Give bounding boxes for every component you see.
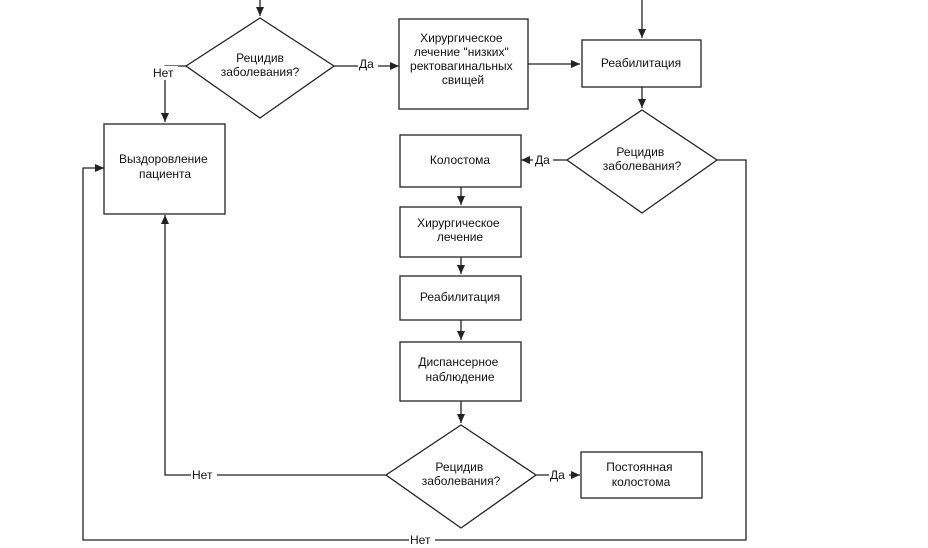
permanent-line-2: колостома — [612, 475, 671, 489]
surgery-low-line-3: ректовагинальных — [410, 59, 513, 73]
label-d1-yes: Да — [359, 57, 374, 71]
dispensary-line-1: Диспансерное — [418, 355, 498, 369]
rehab2-label: Реабилитация — [420, 290, 500, 304]
process-permanent-colostoma: Постоянная колостома — [580, 451, 703, 499]
d2-line-2: заболевания? — [603, 159, 682, 173]
process-rehab1: Реабилитация — [581, 39, 702, 88]
surgery-line-2: лечение — [437, 230, 484, 244]
surgery-low-line-1: Хирургическое — [420, 31, 503, 45]
process-colostoma: Колостома — [399, 134, 522, 188]
process-recovery: Выздоровление пациента — [103, 123, 226, 215]
recovery-line-2: пациента — [139, 167, 191, 181]
surgery-low-line-4: свищей — [442, 73, 484, 87]
permanent-line-1: Постоянная — [606, 460, 672, 474]
label-d2-yes: Да — [535, 153, 550, 167]
label-d3-no: Нет — [192, 468, 213, 482]
process-surgery-low: Хирургическое лечение "низких" ректоваги… — [398, 18, 529, 110]
d3-line-1: Рецидив — [435, 460, 483, 474]
label-d1-no: Нет — [153, 66, 174, 80]
decision-d2: Рецидив заболевания? — [565, 109, 719, 214]
svg-text:Хирургическое лечение "н: Хирургическое лечение "низких" ректоваги… — [410, 31, 516, 87]
decision-d3: Рецидив заболевания? — [384, 424, 538, 529]
label-loop-no: Нет — [410, 533, 431, 547]
edge-d3-no — [161, 215, 386, 476]
process-surgery: Хирургическое лечение — [399, 206, 522, 258]
svg-text:Постоянная колостома: Постоянная колостома — [606, 460, 676, 489]
rehab1-label: Реабилитация — [601, 56, 681, 70]
recovery-line-1: Выздоровление — [119, 152, 208, 166]
colostoma-label: Колостома — [430, 153, 490, 167]
label-d3-yes: Да — [550, 468, 565, 482]
svg-text:Диспансерное наблюдение: Диспансерное наблюдение — [418, 355, 501, 384]
process-rehab2: Реабилитация — [399, 275, 522, 321]
edge-labels: Да Нет Да Нет Да Нет — [152, 57, 569, 547]
d2-line-1: Рецидив — [616, 145, 664, 159]
dispensary-line-2: наблюдение — [425, 370, 494, 384]
d3-line-2: заболевания? — [422, 474, 501, 488]
process-dispensary: Диспансерное наблюдение — [399, 341, 522, 402]
svg-text:Рецидив заболевания?: Рецидив заболевания? — [603, 145, 682, 173]
surgery-line-1: Хирургическое — [417, 216, 500, 230]
d1-line-1: Рецидив — [236, 51, 284, 65]
svg-text:Хирургическое лечение: Хирургическое лечение — [417, 216, 503, 244]
svg-text:Рецидив заболевания?: Рецидив заболевания? — [422, 460, 501, 488]
surgery-low-line-2: лечение "низких" — [414, 45, 509, 59]
d1-line-2: заболевания? — [221, 65, 300, 79]
svg-text:Выздоровление пациента: Выздоровление пациента — [119, 152, 211, 181]
